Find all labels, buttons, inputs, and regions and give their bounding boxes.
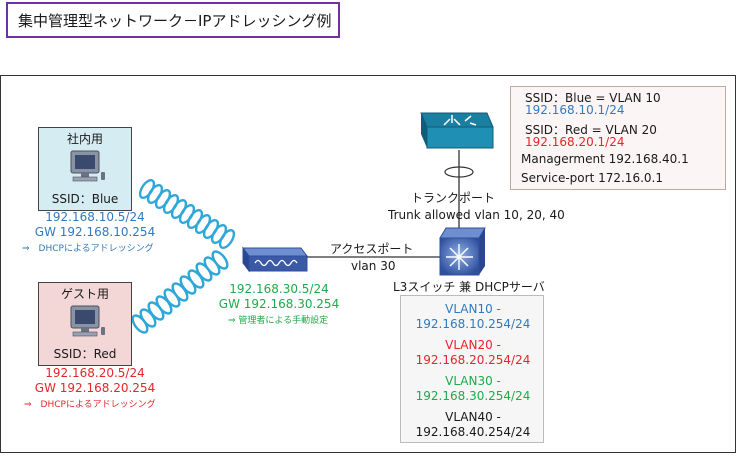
page-title-box: 集中管理型ネットワーク－IPアドレッシング例 [6, 2, 340, 38]
client-internal-ip: 192.168.10.5/24 [45, 210, 145, 224]
pc-icon [70, 305, 105, 337]
client-guest-ssid: SSID：Red [53, 347, 117, 361]
l3-switch-label: L3スイッチ 兼 DHCPサーバ [393, 280, 545, 294]
client-guest-note: ⇒ DHCPによるアドレッシング [24, 400, 156, 410]
controller-info-box: SSID：Blue = VLAN 10 192.168.10.1/24 SSID… [510, 86, 726, 190]
vlan10-ip: 192.168.10.254/24 [415, 317, 531, 331]
ssid-red-mapping: SSID：Red = VLAN 20 [525, 123, 657, 137]
client-guest-ip: 192.168.20.5/24 [45, 366, 145, 380]
wireless-signal-guest [131, 250, 229, 334]
ap-note: ⇒ 管理者による手動設定 [228, 316, 329, 326]
client-internal-ssid: SSID：Blue [51, 192, 119, 206]
wireless-controller-icon [420, 112, 494, 149]
ap-ip: 192.168.30.5/24 [229, 282, 329, 296]
access-vlan-label: vlan 30 [351, 259, 396, 273]
vlan20-label: VLAN20 - [445, 338, 501, 352]
page-title: 集中管理型ネットワーク－IPアドレッシング例 [18, 11, 332, 30]
client-internal-note: ⇒ DHCPによるアドレッシング [22, 244, 154, 254]
diagram-frame [0, 75, 736, 453]
trunk-allowed-label: Trunk allowed vlan 10, 20, 40 [388, 208, 565, 222]
vlan30-ip: 192.168.30.254/24 [415, 389, 531, 403]
client-internal-heading: 社内用 [66, 132, 103, 146]
ap-gw: GW 192.168.30.254 [218, 297, 340, 311]
access-port-label: アクセスポート [330, 242, 414, 256]
vlan40-ip: 192.168.40.254/24 [415, 425, 531, 439]
trunk-bundle-ring [444, 166, 474, 178]
access-point-icon [242, 246, 308, 273]
client-guest-gw: GW 192.168.20.254 [34, 381, 156, 395]
management-ip: Managerment 192.168.40.1 [521, 152, 689, 166]
vlan30-label: VLAN30 - [445, 374, 501, 388]
wireless-signal-internal [138, 178, 236, 250]
trunk-port-label: トランクポート [411, 191, 496, 205]
client-internal-box: 社内用 SSID：Blue [38, 127, 132, 211]
client-internal-gw: GW 192.168.10.254 [34, 225, 156, 239]
vlan-list-box: VLAN10 - 192.168.10.254/24 VLAN20 - 192.… [400, 295, 544, 443]
client-guest-heading: ゲスト用 [60, 287, 109, 301]
vlan20-ip: 192.168.20.254/24 [415, 353, 531, 367]
service-port-ip: Service-port 172.16.0.1 [521, 171, 663, 185]
ssid-blue-mapping: SSID：Blue = VLAN 10 [525, 91, 661, 105]
ssid-blue-ip: 192.168.10.1/24 [525, 103, 625, 117]
pc-icon [70, 150, 105, 182]
client-guest-box: ゲスト用 SSID：Red [38, 282, 132, 366]
ssid-red-ip: 192.168.20.1/24 [525, 135, 625, 149]
l3-switch-icon [439, 227, 486, 276]
vlan40-label: VLAN40 - [445, 410, 501, 424]
vlan10-label: VLAN10 - [445, 302, 501, 316]
